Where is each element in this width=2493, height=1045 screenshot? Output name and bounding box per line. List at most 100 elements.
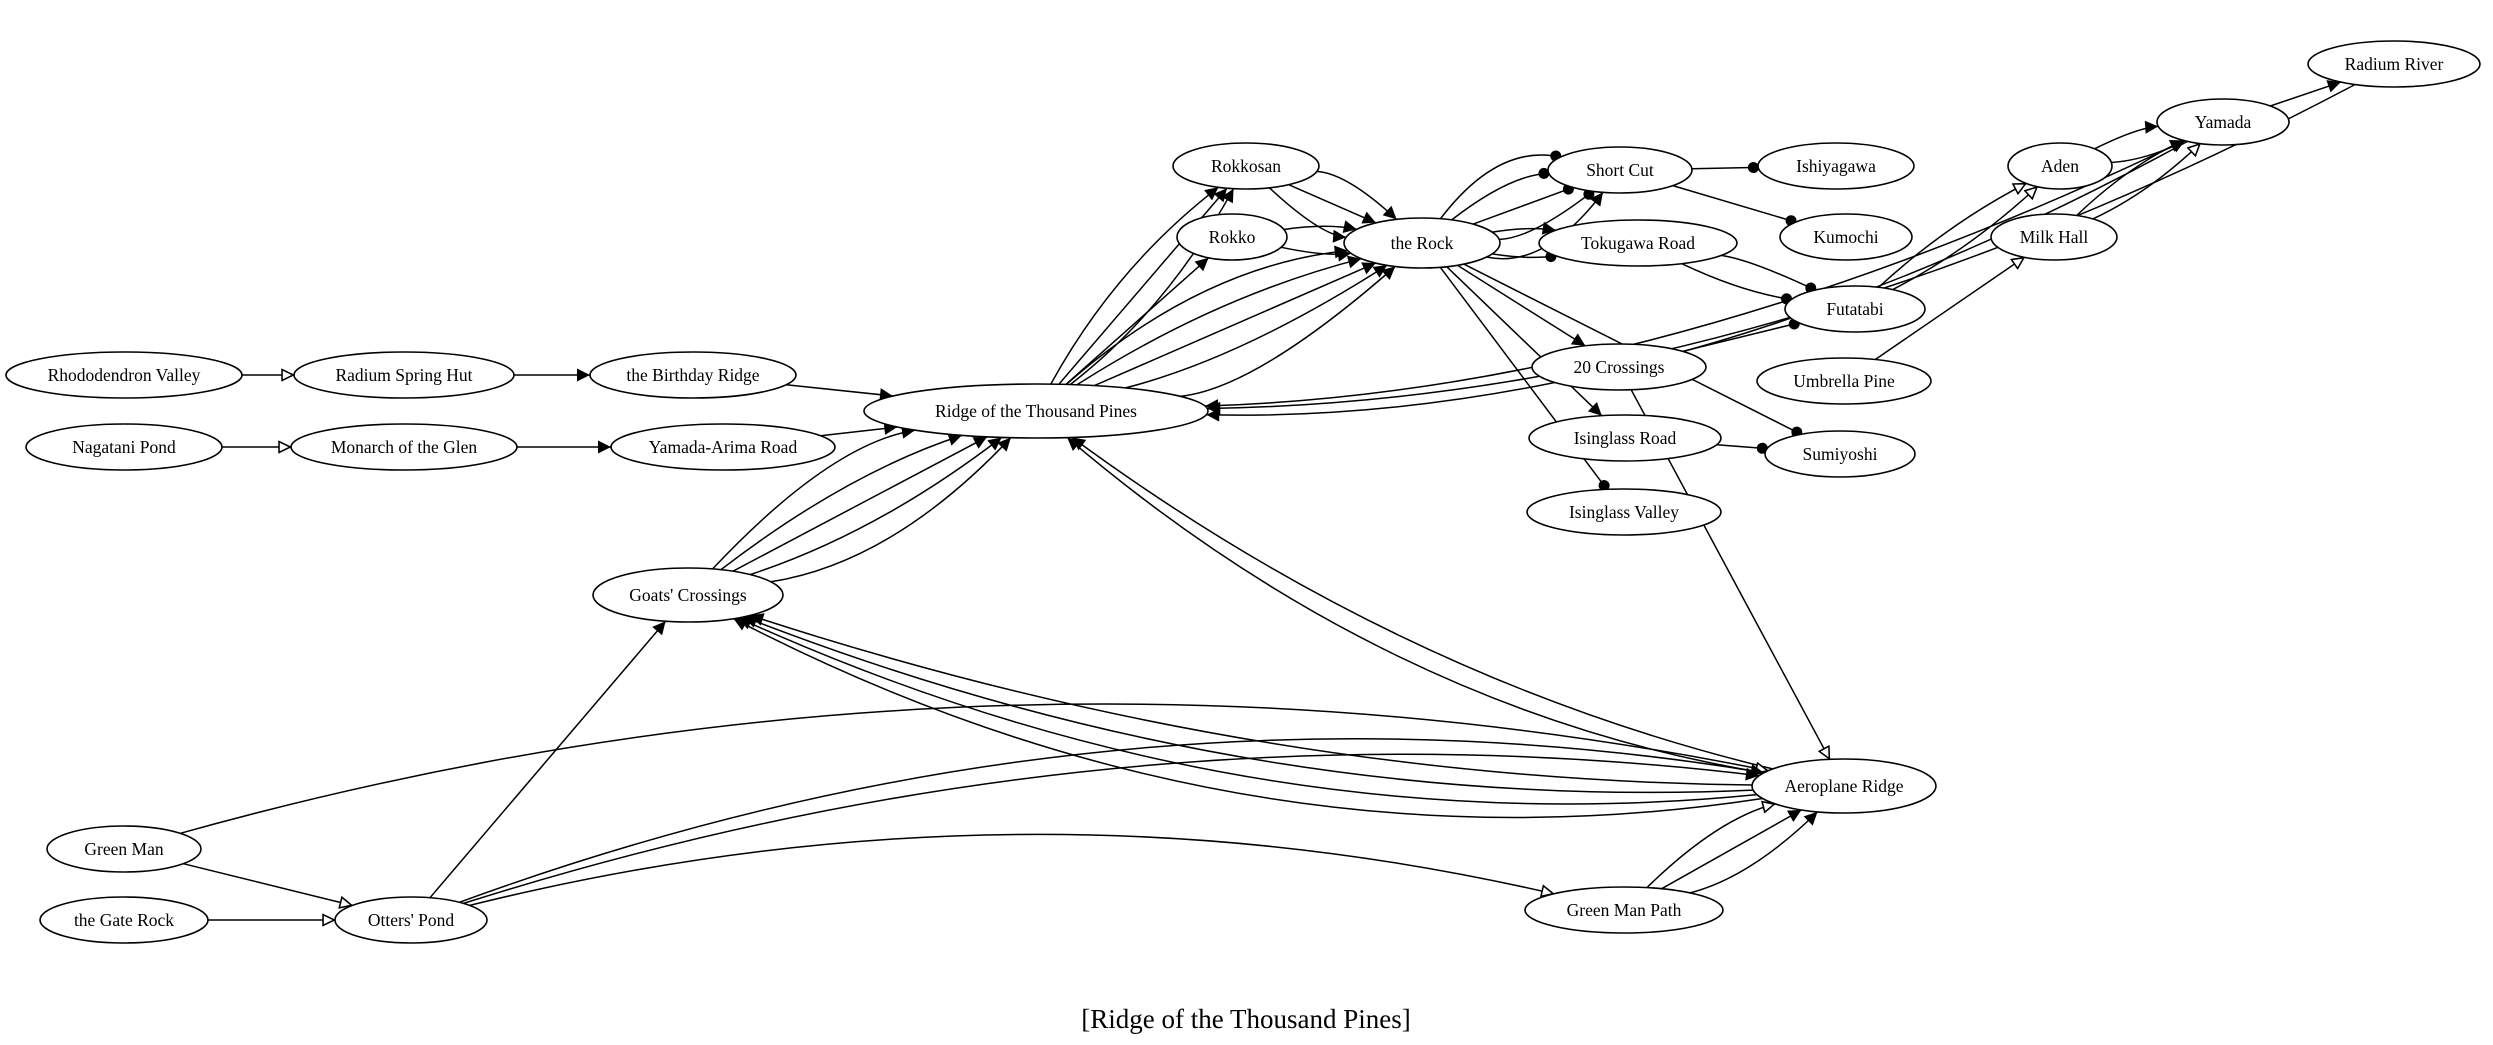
edge-rokko-to-rock — [1281, 246, 1352, 262]
node-isvalley: Isinglass Valley — [1526, 488, 1722, 536]
edge-rock-to-shortcut — [1472, 183, 1574, 225]
edge-futatabi-to-aden — [1892, 187, 2038, 291]
edge-tokugawa-to-futatabi — [1681, 262, 1793, 305]
edge-umbrella-to-milk — [1874, 257, 2024, 361]
edge-greenman-to-aeroplane — [180, 703, 1768, 835]
node-label-rokkosan: Rokkosan — [1211, 156, 1281, 176]
node-ridge: Ridge of the Thousand Pines — [863, 383, 1209, 439]
node-isroad: Isinglass Road — [1528, 414, 1722, 462]
edge-goats-to-ridge — [749, 436, 1003, 576]
edge-greenman-to-otters — [183, 862, 352, 906]
node-bday: the Birthday Ridge — [589, 351, 797, 399]
node-otters: Otters' Pond — [334, 896, 488, 944]
edge-rock-to-shortcut — [1499, 188, 1595, 241]
node-label-yamada: Yamada — [2195, 112, 2252, 132]
edge-rokkosan-to-rock — [1316, 170, 1398, 220]
edge-ridge-to-rock — [1125, 264, 1388, 389]
edge-rock-to-isroad — [1446, 266, 1603, 417]
node-label-futatabi: Futatabi — [1826, 299, 1883, 319]
node-label-spring: Radium Spring Hut — [335, 365, 472, 385]
node-spring: Radium Spring Hut — [293, 351, 515, 399]
node-shape-monarch — [290, 423, 518, 471]
node-label-rock: the Rock — [1391, 233, 1454, 253]
node-sumiyoshi: Sumiyoshi — [1764, 430, 1916, 478]
edge-goats-to-ridge — [720, 433, 963, 571]
node-shape-rokkosan — [1172, 142, 1320, 190]
edge-tokugawa-to-futatabi — [1721, 254, 1817, 294]
node-label-aeroplane: Aeroplane Ridge — [1784, 776, 1903, 796]
edge-rokkosan-to-rock — [1268, 187, 1347, 243]
edge-ridge-to-rokkosan — [1050, 186, 1219, 385]
edge-rokko-to-rock — [1283, 220, 1357, 234]
node-umbrella: Umbrella Pine — [1756, 357, 1932, 405]
node-aden: Aden — [2007, 142, 2113, 190]
node-label-rhodo: Rhododendron Valley — [48, 365, 201, 385]
node-label-ridge: Ridge of the Thousand Pines — [935, 401, 1137, 421]
edge-bday-to-ridge — [786, 384, 894, 402]
edge-aeroplane-to-ridge — [1071, 436, 1773, 770]
node-shape-radriver — [2307, 40, 2481, 88]
node-label-gmpath: Green Man Path — [1567, 900, 1682, 920]
node-label-otters: Otters' Pond — [368, 910, 455, 930]
node-shape-shortcut — [1547, 146, 1693, 194]
node-label-ishiya: Ishiyagawa — [1796, 156, 1876, 176]
edge-otters-to-aeroplane — [463, 753, 1759, 905]
node-kumochi: Kumochi — [1779, 213, 1913, 261]
node-shape-yamada — [2156, 98, 2290, 146]
edge-layer — [180, 80, 2356, 920]
node-shape-goats — [592, 567, 784, 623]
edge-rock-to-tokugawa — [1492, 251, 1557, 263]
node-shape-rhodo — [5, 351, 243, 399]
node-shape-aden — [2007, 142, 2113, 190]
edge-rock-to-shortcut — [1451, 167, 1550, 221]
node-shape-bday — [589, 351, 797, 399]
edge-aeroplane-to-goats — [750, 613, 1753, 786]
edge-ridge-to-rokkosan — [1058, 187, 1228, 385]
node-label-goats: Goats' Crossings — [629, 585, 747, 605]
node-shape-sumiyoshi — [1764, 430, 1916, 478]
edge-ridge-to-rokko — [1065, 257, 1210, 385]
node-label-kumochi: Kumochi — [1813, 227, 1878, 247]
edge-ridge-to-rock — [1076, 255, 1362, 386]
edge-goats-to-ridge — [770, 437, 1012, 583]
node-label-isroad: Isinglass Road — [1574, 428, 1677, 448]
edge-shortcut-to-ishiya — [1691, 161, 1759, 174]
edge-goats-to-ridge — [732, 436, 988, 572]
node-label-bday: the Birthday Ridge — [626, 365, 759, 385]
node-shape-ishiya — [1757, 142, 1915, 190]
edge-rock-to-shortcut — [1439, 150, 1562, 220]
edge-rock-to-isvalley — [1439, 266, 1610, 492]
node-greenman: Green Man — [46, 825, 202, 873]
node-shape-isroad — [1528, 414, 1722, 462]
graph-caption: [Ridge of the Thousand Pines] — [1081, 1004, 1410, 1034]
node-label-greenman: Green Man — [84, 839, 163, 859]
edge-aeroplane-to-goats — [738, 617, 1757, 805]
edge-aden-to-yamada — [2094, 120, 2159, 150]
node-label-nagatani: Nagatani Pond — [72, 437, 176, 457]
node-shape-isvalley — [1526, 488, 1722, 536]
node-tokugawa: Tokugawa Road — [1538, 219, 1738, 267]
edge-gmpath-to-aeroplane — [1646, 804, 1775, 889]
node-rokko: Rokko — [1176, 213, 1288, 261]
node-yamada: Yamada — [2156, 98, 2290, 146]
node-label-rokko: Rokko — [1209, 227, 1256, 247]
node-shape-greenman — [46, 825, 202, 873]
node-label-radriver: Radium River — [2345, 54, 2444, 74]
node-shape-gmpath — [1524, 886, 1724, 934]
edge-rock-to-c20 — [1457, 264, 1586, 347]
node-label-milk: Milk Hall — [2020, 227, 2089, 247]
edge-ridge-to-rock — [1065, 245, 1348, 385]
node-shape-rock — [1343, 217, 1501, 269]
node-monarch: Monarch of the Glen — [290, 423, 518, 471]
node-label-umbrella: Umbrella Pine — [1793, 371, 1895, 391]
edge-gmpath-to-aeroplane — [1661, 809, 1802, 890]
edge-aeroplane-to-goats — [733, 618, 1763, 819]
node-ishiya: Ishiyagawa — [1757, 142, 1915, 190]
node-shape-ridge — [863, 383, 1209, 439]
edge-radriver-to-ridge — [1207, 83, 2356, 415]
node-futatabi: Futatabi — [1784, 285, 1926, 333]
node-label-aden: Aden — [2041, 156, 2079, 176]
edge-gmpath-to-aeroplane — [1689, 811, 1819, 894]
node-shape-futatabi — [1784, 285, 1926, 333]
node-c20: 20 Crossings — [1531, 343, 1707, 391]
